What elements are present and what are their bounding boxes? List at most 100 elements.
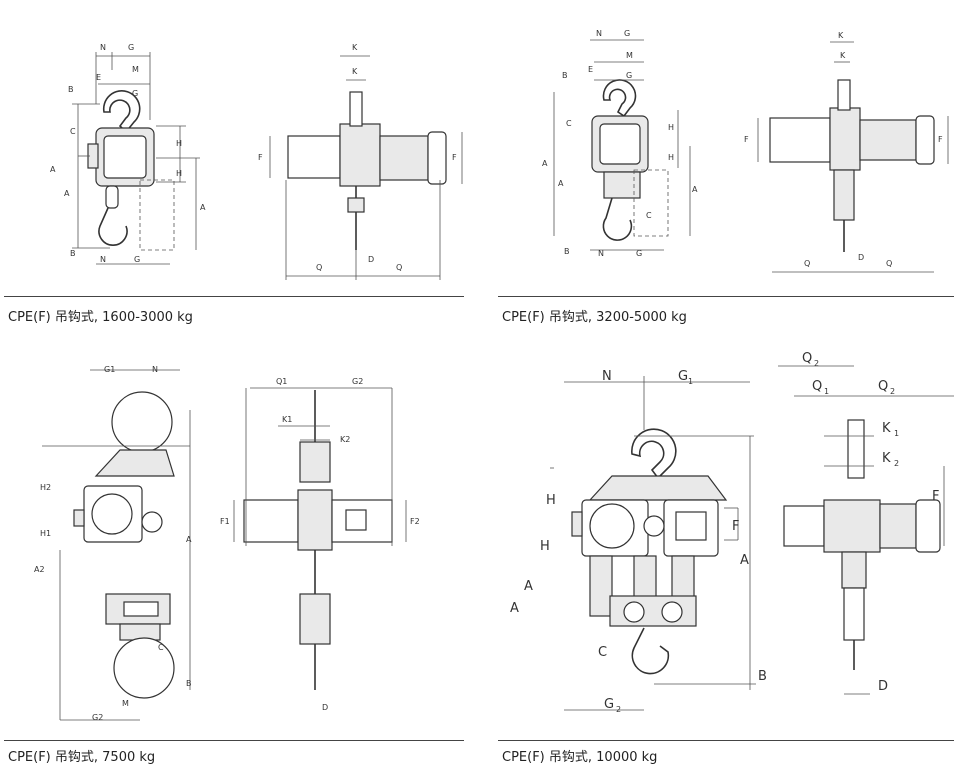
dim-G2-sub: 2 xyxy=(616,705,621,714)
dim-M: M xyxy=(132,65,139,74)
dim-F1: F xyxy=(732,519,739,534)
dim-K1: K1 xyxy=(282,415,292,424)
dim-C-hook: C xyxy=(646,211,652,220)
dim-Q2: Q xyxy=(396,263,402,272)
dim-K2: K xyxy=(352,67,358,76)
dim-F2: F2 xyxy=(410,517,420,526)
dim-A: A xyxy=(50,165,56,174)
dim-G1: G xyxy=(624,29,630,38)
drawing-10000-hook-hoist: N G 1 H H A A F A B C G 2 xyxy=(510,351,954,714)
dim-F2: F xyxy=(932,489,939,504)
dim-N: N xyxy=(152,365,158,374)
dim-F2: F xyxy=(452,153,457,162)
dim-H2: H xyxy=(176,139,182,148)
dim-M: M xyxy=(626,51,633,60)
drawing-3200-5000-hook-hoist: N G M E G B C A A H H A C B N G xyxy=(542,29,949,273)
dim-F1: F1 xyxy=(220,517,230,526)
side-view: N G M E G B C A A H H A B N G xyxy=(50,43,206,265)
dim-A2: A xyxy=(692,185,698,194)
dim-Q1: Q xyxy=(804,259,810,268)
dim-C: C xyxy=(566,119,572,128)
dim-B-bottom: B xyxy=(70,249,76,258)
dim-K2: K2 xyxy=(340,435,350,444)
side-view: N G M E G B C A A H H A C B N G xyxy=(542,29,698,258)
dim-A: A xyxy=(542,159,548,168)
dim-N-bottom: N xyxy=(100,255,106,264)
dim-K2: K xyxy=(840,51,846,60)
dim-Q1: Q1 xyxy=(276,377,287,386)
side-view: G1 N H2 H1 A2 A B M G2 C xyxy=(34,365,192,722)
dim-G1-sub: 1 xyxy=(688,377,693,386)
front-view: K K F F Q D Q xyxy=(744,31,949,273)
caption-rule xyxy=(4,296,464,297)
dim-K2: K xyxy=(882,451,891,466)
dim-A2: A2 xyxy=(34,565,45,574)
front-view: Q1 G2 K1 K2 F1 F2 D xyxy=(220,377,420,712)
dim-H1: H xyxy=(668,153,674,162)
dim-H2: H2 xyxy=(40,483,51,492)
dim-A2: A xyxy=(524,579,533,594)
dim-B-bottom: B xyxy=(564,247,570,256)
dim-E: E xyxy=(96,73,101,82)
caption-rule xyxy=(4,740,464,741)
dim-A1: A xyxy=(64,189,70,198)
dim-D: D xyxy=(858,253,864,262)
front-view: Q 2 Q 1 Q 2 K 1 K 2 F D xyxy=(778,351,954,695)
dim-F2: F xyxy=(938,135,943,144)
dim-A1: A xyxy=(558,179,564,188)
dim-A2: A xyxy=(200,203,206,212)
dim-B: B xyxy=(186,679,192,688)
dim-N: N xyxy=(100,43,106,52)
dim-G2: G2 xyxy=(92,713,103,722)
dim-K2-sub: 2 xyxy=(894,459,899,468)
dim-H1: H1 xyxy=(40,529,51,538)
dim-K1-sub: 1 xyxy=(894,429,899,438)
dim-H1: H xyxy=(540,539,550,554)
dim-K1: K xyxy=(882,421,891,436)
dim-C: C xyxy=(598,645,607,660)
dim-N: N xyxy=(602,369,612,384)
caption-10000: CPE(F) 吊钩式, 10000 kg xyxy=(502,750,658,765)
panel-1600-3000: N G M E G B C A A H H A B N G xyxy=(0,0,470,330)
panel-10000: N G 1 H H A A F A B C G 2 xyxy=(494,350,958,770)
dim-G2: G xyxy=(134,255,140,264)
panel-7500: G1 N H2 H1 A2 A B M G2 C xyxy=(0,350,470,770)
caption-rule xyxy=(498,296,954,297)
dim-H2: H xyxy=(546,493,556,508)
dim-K1: K xyxy=(352,43,358,52)
dim-D: D xyxy=(878,679,888,694)
dim-B-top: B xyxy=(562,71,568,80)
dim-A: A xyxy=(186,535,192,544)
drawing-1600-3000-hook-hoist: N G M E G B C A A H H A B N G xyxy=(50,43,463,280)
dim-N-bottom: N xyxy=(598,249,604,258)
caption-7500: CPE(F) 吊钩式, 7500 kg xyxy=(8,750,156,765)
dim-M: M xyxy=(122,699,129,708)
dim-Q1-sub: 1 xyxy=(824,387,829,396)
dim-D: D xyxy=(368,255,374,264)
dim-G2: G xyxy=(604,697,614,712)
dim-N: N xyxy=(596,29,602,38)
front-view: K K F F Q D Q xyxy=(258,43,463,280)
dim-Q1: Q xyxy=(316,263,322,272)
dim-F1: F xyxy=(744,135,749,144)
dim-G: G xyxy=(132,89,138,98)
dim-G: G xyxy=(626,71,632,80)
dim-Q2-top: Q xyxy=(802,351,812,366)
dim-Q2-top-sub: 2 xyxy=(814,359,819,368)
side-view: N G 1 H H A A F A B C G 2 xyxy=(510,369,767,714)
dim-B: B xyxy=(758,669,767,684)
dim-E: E xyxy=(588,65,593,74)
dim-G2: G xyxy=(636,249,642,258)
dim-H2: H xyxy=(668,123,674,132)
dim-C: C xyxy=(70,127,76,136)
dim-G1: G xyxy=(678,369,688,384)
panel-3200-5000: N G M E G B C A A H H A C B N G xyxy=(494,0,958,330)
caption-1600-3000: CPE(F) 吊钩式, 1600-3000 kg xyxy=(8,310,193,325)
dim-G1: G xyxy=(128,43,134,52)
dim-Q1: Q xyxy=(812,379,822,394)
dim-A: A xyxy=(740,553,749,568)
dim-Q2: Q xyxy=(886,259,892,268)
dim-K1: K xyxy=(838,31,844,40)
dim-B-top: B xyxy=(68,85,74,94)
dim-C: C xyxy=(158,643,164,652)
